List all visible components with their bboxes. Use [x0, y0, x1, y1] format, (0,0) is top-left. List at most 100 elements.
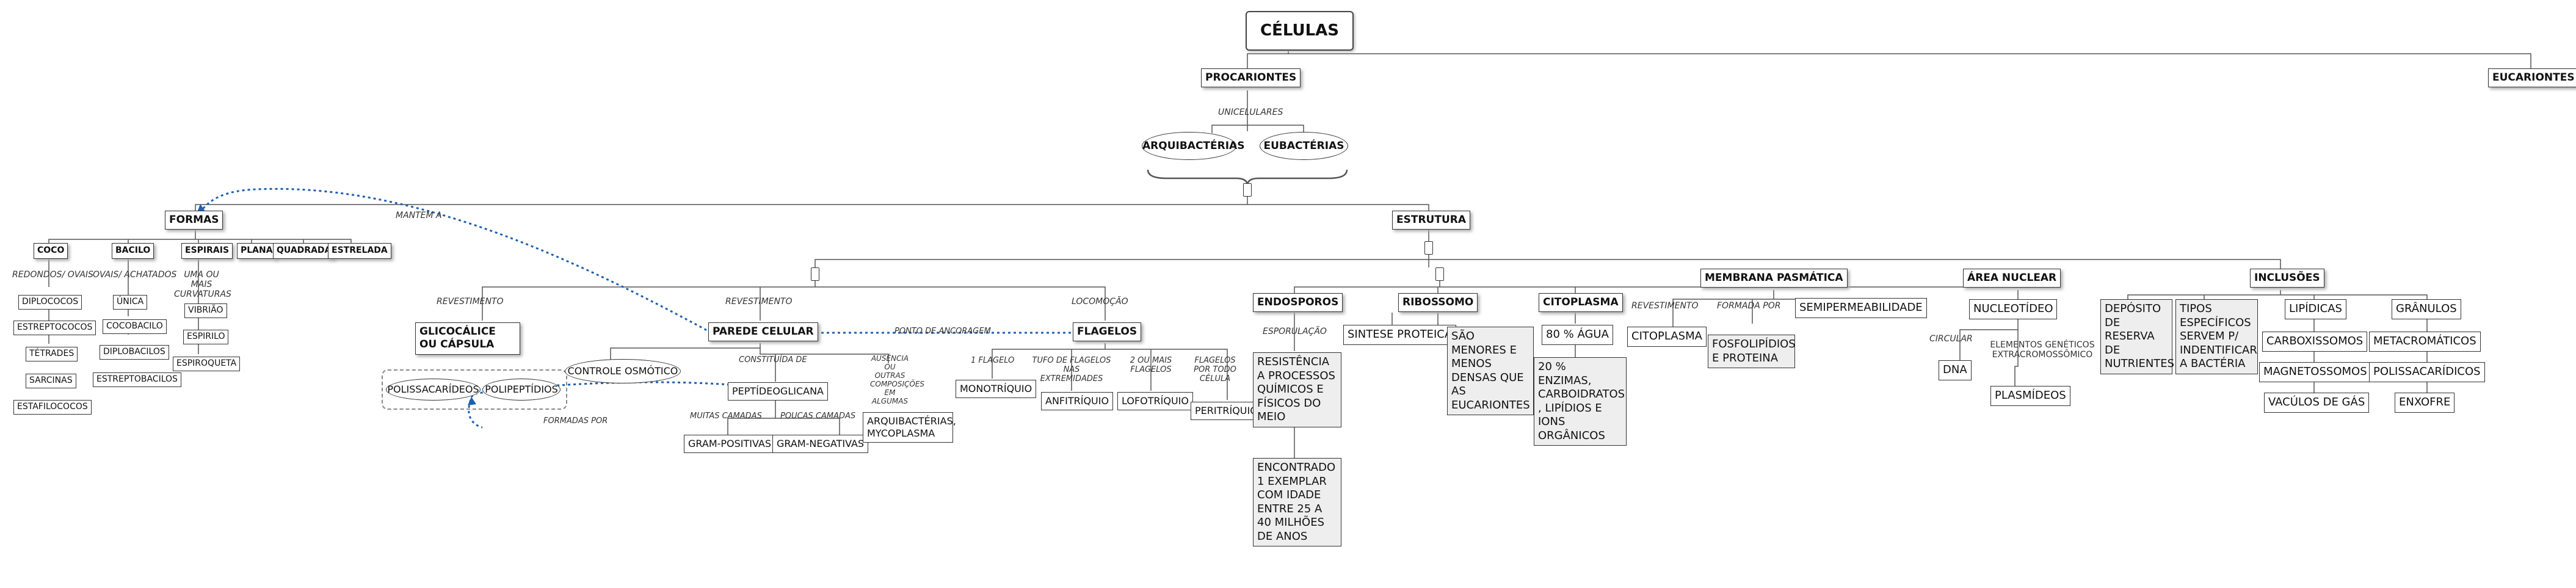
- node-unica[interactable]: ÚNICA: [113, 295, 148, 310]
- line-flagelos-children: [992, 343, 1228, 400]
- label-elementos: ELEMENTOS GENÉTICOS EXTRACROMOSSÔMICO: [1990, 340, 2095, 360]
- node-empty-brace[interactable]: [1243, 183, 1252, 197]
- node-enzimas[interactable]: 20 % ENZIMAS, CARBOIDRATOS , LIPÍDIOS E …: [1534, 357, 1627, 446]
- label-revestimento-3: REVESTIMENTO: [1631, 301, 1699, 311]
- node-area-nuclear[interactable]: ÁREA NUCLEAR: [1963, 269, 2061, 288]
- node-deposito[interactable]: DEPÓSITO DE RESERVA DE NUTRIENTES: [2100, 299, 2174, 374]
- node-gram-positivas[interactable]: GRAM-POSITIVAS: [684, 435, 776, 453]
- node-empty-mid[interactable]: [1435, 267, 1444, 281]
- node-controle-osmotico[interactable]: CONTROLE OSMÓTICO: [565, 359, 681, 383]
- node-tipos[interactable]: TIPOS ESPECÍFICOS SERVEM P/ INDENTIFICAR…: [2175, 299, 2258, 374]
- node-glicocalice[interactable]: GLICOCÁLICE OU CÁPSULA: [415, 322, 520, 355]
- label-ausencia: AUSÊNCIA OU OUTRAS COMPOSIÇÕES EM ALGUMA…: [870, 354, 925, 405]
- node-arquibacterias[interactable]: ARQUIBACTÉRIAS: [1142, 132, 1244, 160]
- node-tetrades[interactable]: TÉTRADES: [26, 347, 78, 361]
- node-monotriquio[interactable]: MONOTRÍQUIO: [956, 380, 1037, 398]
- label-formadas-por: FORMADAS POR: [543, 416, 608, 426]
- node-espirilo[interactable]: ESPIRILO: [183, 330, 229, 344]
- node-empty-left[interactable]: [811, 267, 819, 281]
- node-anfitriquio[interactable]: ANFITRÍQUIO: [1041, 392, 1114, 410]
- node-metacromaticos[interactable]: METACROMÁTICOS: [2369, 332, 2481, 352]
- node-procariontes[interactable]: PROCARIONTES: [1201, 68, 1301, 88]
- label-formada-por: FORMADA POR: [1717, 301, 1781, 311]
- line-formas-children: [48, 229, 352, 244]
- label-constituida-de: CONSTITUÍDA DE: [739, 355, 807, 365]
- node-dna[interactable]: DNA: [1939, 360, 1972, 380]
- node-enxofre[interactable]: ENXOFRE: [2395, 393, 2455, 413]
- node-sao-menores[interactable]: SÃO MENORES E MENOS DENSAS QUE AS EUCARI…: [1447, 327, 1534, 415]
- node-diplobacilos[interactable]: DIPLOBACILOS: [100, 345, 169, 360]
- node-magnetossomos[interactable]: MAGNETOSSOMOS: [2259, 362, 2371, 382]
- cross-link-mantem-a: [200, 187, 712, 334]
- label-unicelulares: UNICELULARES: [1218, 107, 1283, 117]
- line-pept-children: [727, 398, 840, 435]
- node-peritriquio[interactable]: PERITRÍQUIO: [1191, 402, 1262, 420]
- node-eucariontes[interactable]: EUCARIONTES: [2488, 68, 2576, 88]
- node-celulas[interactable]: CÉLULAS: [1246, 11, 1354, 51]
- node-vacuolos[interactable]: VACÚLOS DE GÁS: [2264, 393, 2370, 413]
- line-area-nuclear-chain: [1959, 290, 2019, 386]
- node-nucleotideo[interactable]: NUCLEOTÍDEO: [1969, 299, 2058, 319]
- node-quadrada[interactable]: QUADRADA: [273, 243, 335, 259]
- label-circular: CIRCULAR: [1929, 334, 1973, 344]
- node-fosfolipidios[interactable]: FOSFOLIPÍDIOS E PROTEINA: [1708, 335, 1796, 368]
- node-resistencia[interactable]: RESISTÊNCIA A PROCESSOS QUÍMICOS E FÍSIC…: [1253, 352, 1341, 427]
- node-inclusoes[interactable]: INCLUSÕES: [2250, 269, 2324, 288]
- node-encontrado[interactable]: ENCONTRADO 1 EXEMPLAR COM IDADE ENTRE 25…: [1253, 458, 1341, 546]
- line-mid-empty-children: [1294, 269, 2019, 293]
- node-polipeptidios[interactable]: POLIPEPTÍDIOS: [482, 379, 561, 401]
- node-ribossomo[interactable]: RIBOSSOMO: [1398, 293, 1478, 313]
- node-empty-estrutura[interactable]: [1424, 241, 1433, 255]
- node-polissacaridicos[interactable]: POLISSACARÍDICOS: [2369, 362, 2485, 382]
- node-citoplasma-2[interactable]: CITOPLASMA: [1627, 327, 1707, 347]
- node-eubacterias[interactable]: EUBACTÉRIAS: [1260, 132, 1348, 160]
- node-espirais[interactable]: ESPIRAIS: [181, 243, 233, 259]
- node-agua[interactable]: 80 % ÁGUA: [1542, 325, 1613, 345]
- line-left-empty-children: [482, 281, 1106, 321]
- node-lipidicas[interactable]: LIPÍDICAS: [2285, 299, 2346, 319]
- node-gram-negativas[interactable]: GRAM-NEGATIVAS: [772, 435, 869, 453]
- node-estafilococos[interactable]: ESTAFILOCOCOS: [13, 400, 92, 415]
- node-parede-celular[interactable]: PAREDE CELULAR: [708, 322, 818, 342]
- label-uma-ou-mais: UMA OU MAIS CURVATURAS: [174, 270, 231, 299]
- node-carboxissomos[interactable]: CARBOXISSOMOS: [2262, 332, 2368, 352]
- node-formas[interactable]: FORMAS: [165, 211, 223, 230]
- line-parede-controle: [610, 347, 760, 360]
- node-sintese-proteica[interactable]: SINTESE PROTEICA: [1343, 325, 1457, 345]
- node-membrana[interactable]: MEMBRANA PASMÁTICA: [1700, 269, 1848, 288]
- node-polissacarideos[interactable]: POLISSACARÍDEOS: [386, 379, 481, 401]
- label-ovais-achatados: OVAIS/ ACHATADOS: [93, 270, 177, 280]
- line-celulas-eucariontes: [1288, 48, 2531, 68]
- node-endosporos[interactable]: ENDOSPOROS: [1253, 293, 1343, 313]
- node-estrelada[interactable]: ESTRELADA: [328, 243, 391, 259]
- line-formas-estrutura: [195, 204, 1429, 211]
- node-citoplasma[interactable]: CITOPLASMA: [1539, 293, 1623, 313]
- node-granulos[interactable]: GRÂNULOS: [2392, 299, 2461, 319]
- node-flagelos[interactable]: FLAGELOS: [1073, 322, 1142, 342]
- node-coco[interactable]: COCO: [34, 243, 68, 259]
- node-plasmideos[interactable]: PLASMÍDEOS: [1990, 386, 2070, 406]
- label-muitas-camadas: MUITAS CAMADAS: [690, 412, 762, 421]
- node-lofotriquio[interactable]: LOFOTRÍQUIO: [1117, 392, 1193, 410]
- connector-lines: [48, 48, 2531, 458]
- node-cocobacilo[interactable]: COCOBACILO: [103, 319, 167, 334]
- node-bacilo[interactable]: BACILO: [112, 243, 154, 259]
- node-diplococos[interactable]: DIPLOCOCOS: [18, 295, 82, 310]
- node-estrutura[interactable]: ESTRUTURA: [1392, 211, 1470, 230]
- line-estrutura-row: [815, 255, 2281, 272]
- node-semipermeabilidade[interactable]: SEMIPERMEABILIDADE: [1795, 298, 1927, 318]
- label-tufo: TUFO DE FLAGELOS NAS EXTREMIDADES: [1032, 356, 1111, 383]
- line-inclusoes-children: [2127, 290, 2428, 299]
- label-redondos-ovais: REDONDOS/ OVAIS: [12, 270, 93, 280]
- label-esporulacao: ESPORULAÇÃO: [1263, 327, 1327, 336]
- node-arquibacterias-mycoplasma[interactable]: ARQUIBACTÉRIAS, MYCOPLASMA: [863, 412, 956, 443]
- label-um-flagelo: 1 FLAGELO: [971, 356, 1015, 365]
- node-estreptococos[interactable]: ESTREPTOCOCOS: [13, 321, 96, 335]
- node-estreptobacilos[interactable]: ESTREPTOBACILOS: [93, 372, 181, 387]
- node-peptideoglicana[interactable]: PEPTÍDEOGLICANA: [728, 382, 828, 401]
- node-espiroqueta[interactable]: ESPIROQUETA: [173, 357, 241, 371]
- node-plana[interactable]: PLANA: [237, 243, 277, 259]
- node-sarcinas[interactable]: SARCINAS: [26, 374, 76, 388]
- node-vibriao[interactable]: VIBRIÃO: [184, 303, 227, 318]
